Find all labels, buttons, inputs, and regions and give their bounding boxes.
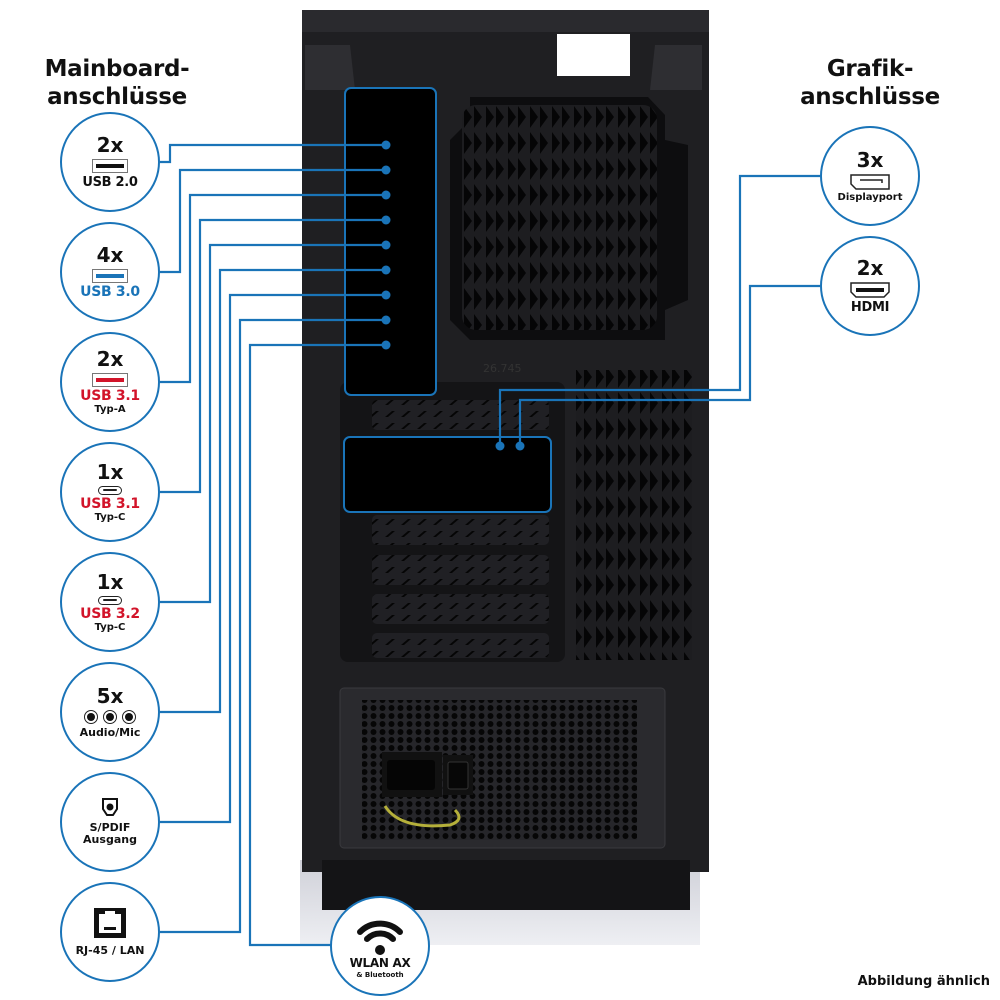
- displayport-icon: [850, 173, 890, 190]
- connector-line: [160, 218, 386, 494]
- port-audio: 5x Audio/Mic: [60, 662, 160, 762]
- heading-line: Grafik-: [826, 56, 914, 82]
- port-displayport: 3x Displayport: [820, 126, 920, 226]
- io-panel-box: [344, 87, 437, 396]
- connector-dot: [381, 240, 391, 250]
- connector-line: [160, 293, 386, 824]
- port-count: 2x: [96, 347, 124, 371]
- port-label: S/PDIF: [89, 821, 131, 834]
- connector-dot: [381, 340, 391, 350]
- usb-c-icon: [98, 485, 122, 495]
- port-sublabel: Ausgang: [83, 833, 137, 846]
- spdif-icon: [102, 798, 118, 816]
- wifi-icon: [357, 920, 403, 955]
- port-count: 1x: [96, 569, 124, 594]
- port-count: 2x: [96, 133, 124, 157]
- hdmi-icon: [850, 282, 890, 298]
- port-label: HDMI: [850, 300, 890, 315]
- connector-line: [160, 193, 386, 384]
- rj45-icon: [94, 908, 126, 938]
- port-count: 5x: [96, 684, 124, 708]
- port-usb-3-1-c: 1x USB 3.1 Typ-C: [60, 442, 160, 542]
- connector-dot: [381, 190, 391, 200]
- connector-line: [160, 168, 386, 274]
- port-label: USB 3.1: [80, 495, 140, 512]
- connector-line: [498, 174, 820, 446]
- port-sublabel: & Bluetooth: [356, 970, 404, 979]
- heading-line: anschlüsse: [800, 84, 940, 110]
- port-usb-3-2-c: 1x USB 3.2 Typ-C: [60, 552, 160, 652]
- port-count: 1x: [96, 459, 124, 484]
- port-label: Displayport: [837, 191, 903, 203]
- heading-line: Mainboard-: [44, 56, 190, 82]
- connector-dot: [381, 265, 391, 275]
- grafik-heading: Grafik- anschlüsse: [790, 55, 950, 111]
- connector-dot: [381, 165, 391, 175]
- port-hdmi: 2x HDMI: [820, 236, 920, 336]
- port-label: USB 3.0: [80, 284, 140, 300]
- port-label: USB 3.2: [80, 605, 140, 622]
- port-count: 2x: [856, 256, 884, 280]
- connector-dot: [381, 315, 391, 325]
- audio-jack-icon: [84, 710, 136, 724]
- port-lan: RJ-45 / LAN: [60, 882, 160, 982]
- usb-a-icon: [92, 373, 128, 387]
- gpu-box: [343, 436, 552, 513]
- usb-c-icon: [98, 595, 122, 605]
- port-label: USB 3.1: [80, 388, 140, 404]
- connector-dot: [381, 215, 391, 225]
- connector-line: [160, 318, 386, 934]
- port-label: USB 2.0: [82, 175, 138, 190]
- port-label: RJ-45 / LAN: [75, 944, 145, 957]
- connector-line: [248, 343, 386, 947]
- port-usb-3-1-a: 2x USB 3.1 Typ-A: [60, 332, 160, 432]
- connector-dot: [515, 441, 525, 451]
- port-spdif: S/PDIF Ausgang: [60, 772, 160, 872]
- case-label: 26.745: [483, 362, 522, 375]
- port-count: 4x: [96, 243, 124, 267]
- mainboard-heading: Mainboard- anschlüsse: [22, 55, 212, 111]
- usb-a-icon: [92, 159, 128, 173]
- usb-a-icon: [92, 269, 128, 283]
- port-sublabel: Typ-C: [94, 511, 126, 523]
- connector-line: [518, 284, 820, 446]
- connector-line: [160, 243, 386, 604]
- port-sublabel: Typ-A: [94, 404, 126, 415]
- connector-line: [160, 143, 386, 164]
- disclaimer: Abbildung ähnlich: [857, 974, 990, 989]
- connector-line: [160, 268, 386, 714]
- port-label: WLAN AX: [349, 955, 411, 970]
- connector-dot: [381, 290, 391, 300]
- connector-dot: [381, 140, 391, 150]
- port-wlan: WLAN AX & Bluetooth: [330, 896, 430, 996]
- heading-line: anschlüsse: [47, 84, 187, 110]
- connector-dot: [495, 441, 505, 451]
- port-usb-2-0: 2x USB 2.0: [60, 112, 160, 212]
- port-usb-3-0: 4x USB 3.0: [60, 222, 160, 322]
- port-label: Audio/Mic: [79, 726, 141, 739]
- port-count: 3x: [856, 147, 884, 172]
- port-sublabel: Typ-C: [94, 621, 126, 633]
